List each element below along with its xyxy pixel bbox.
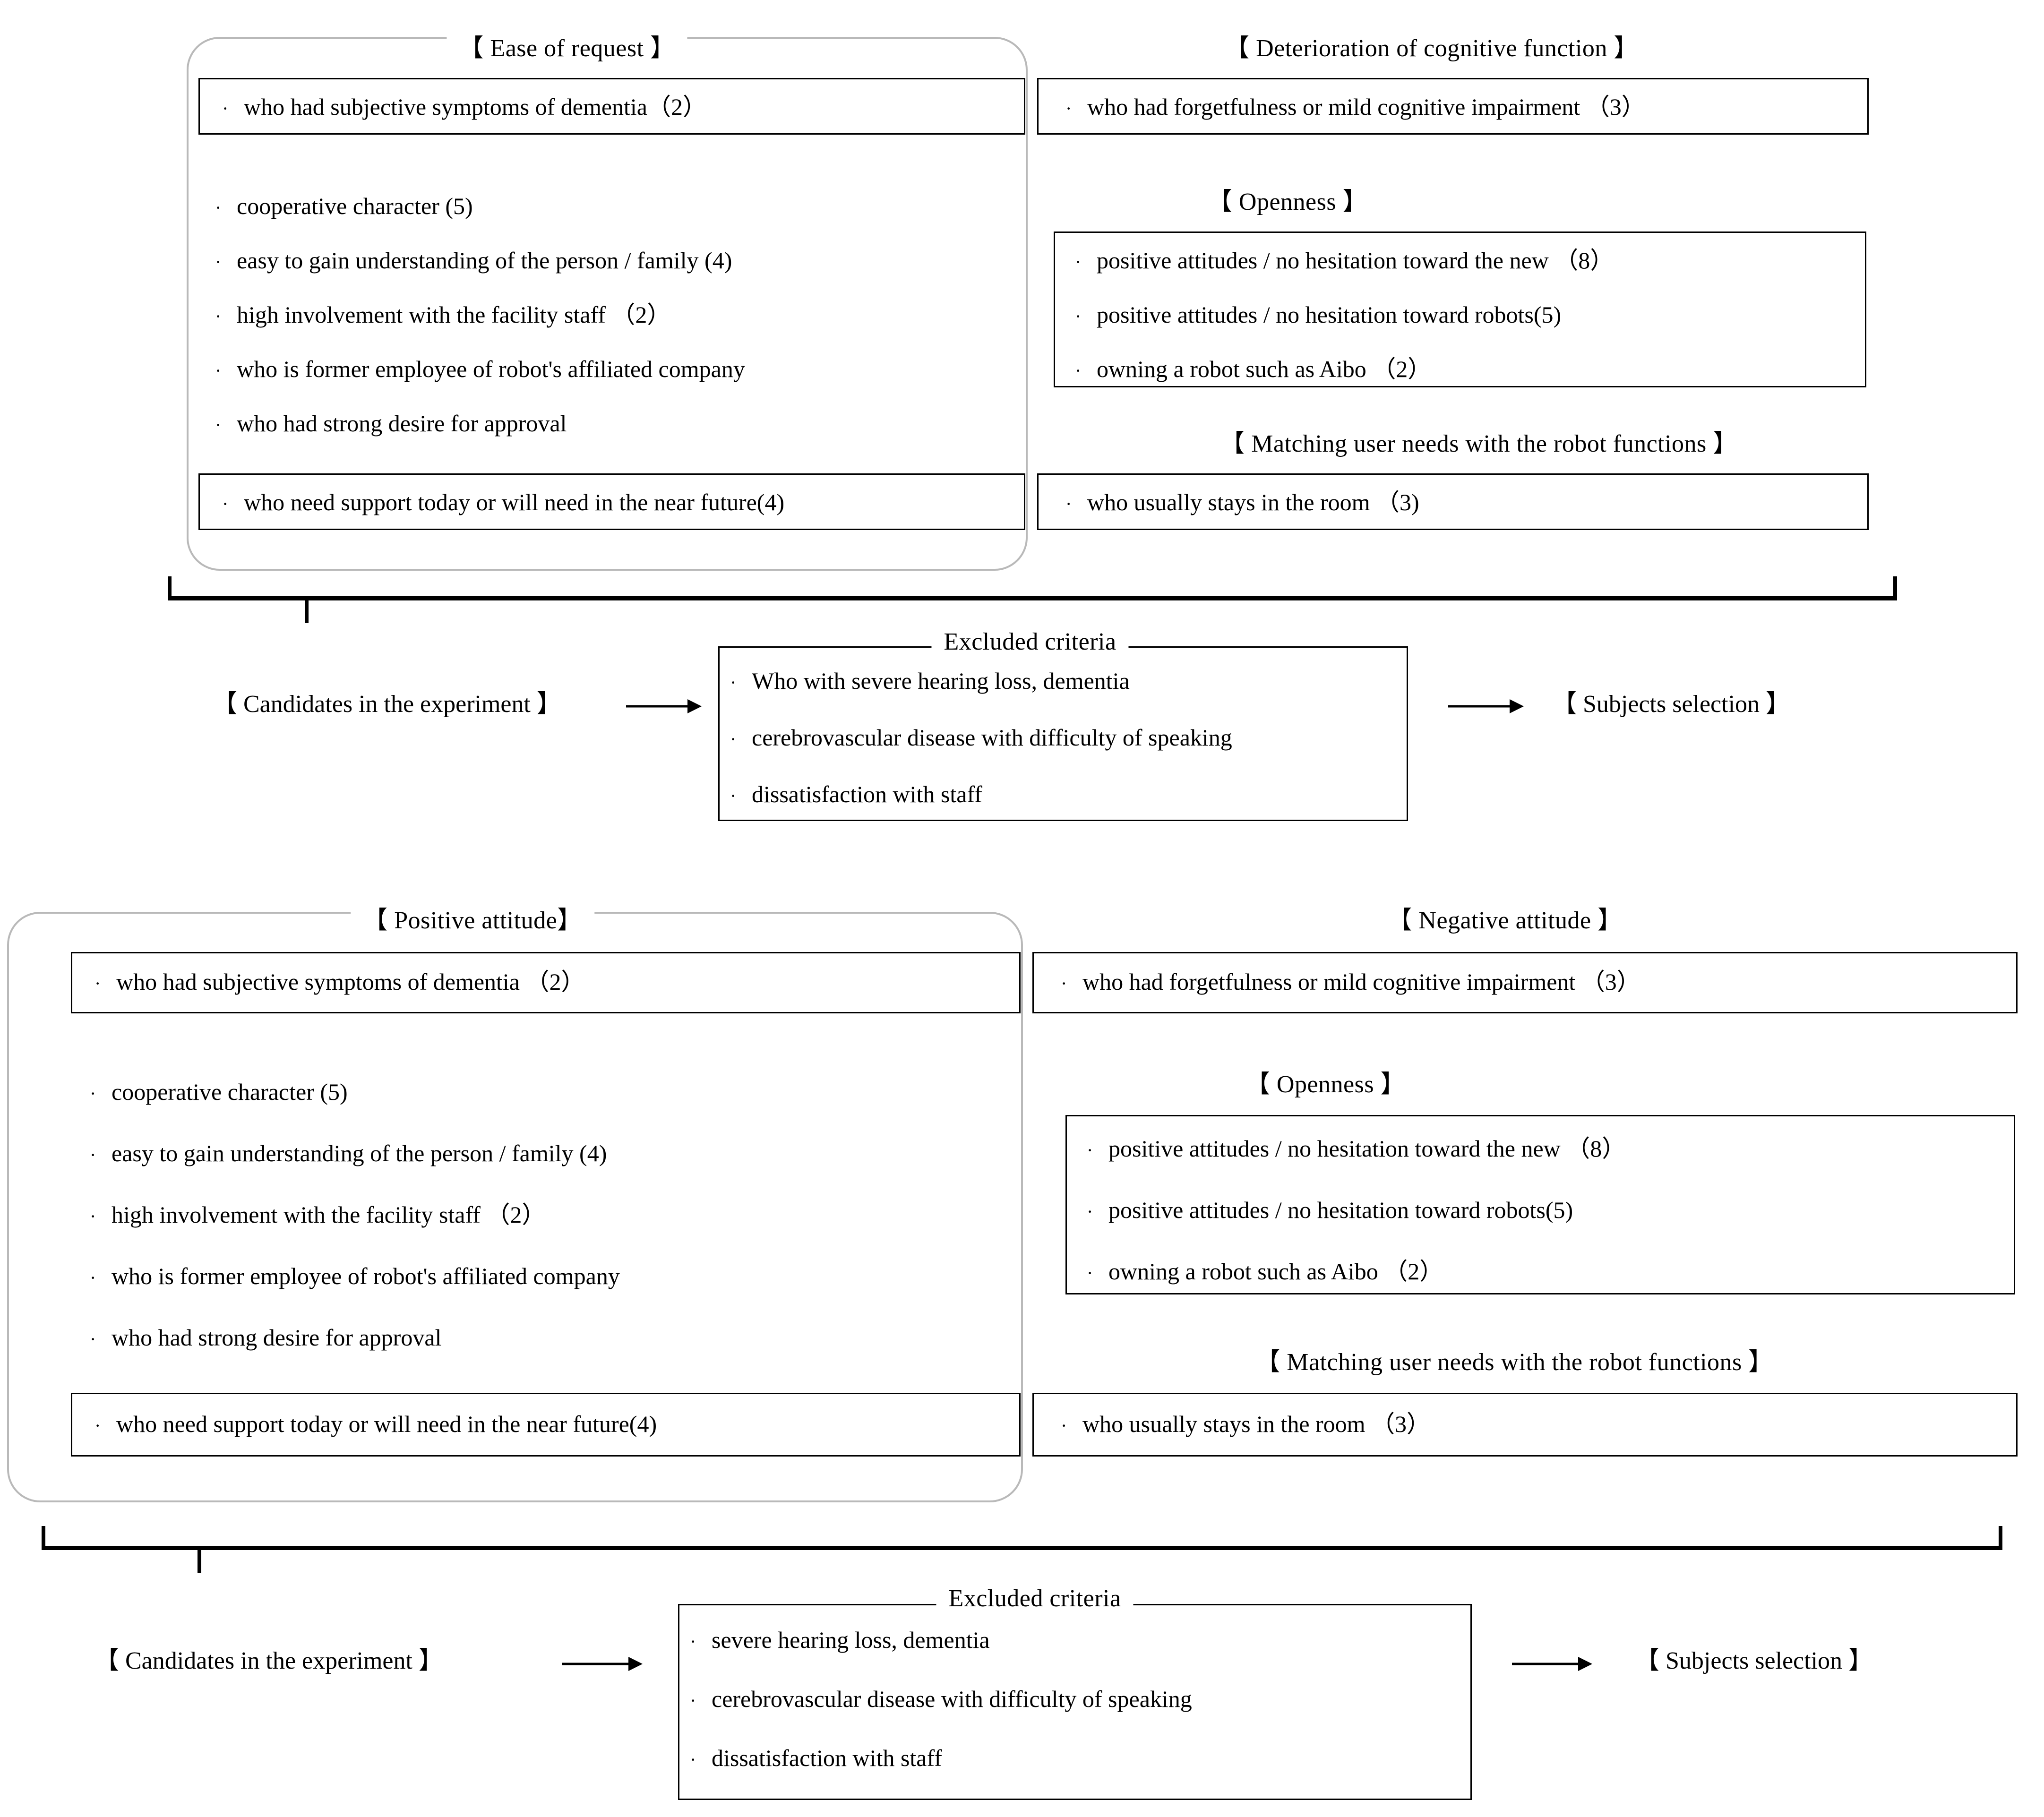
bullet-icon: · [1075, 251, 1082, 273]
box-matching-user-needs [1032, 1393, 2018, 1457]
bullet-icon: · [1061, 1415, 1067, 1436]
flow-target-label-top: 【 Subjects selection 】 [1552, 691, 1791, 718]
label-matching-user-needs: 【 Matching user needs with the robot fun… [1243, 1350, 1786, 1375]
list-item: · cooperative character (5) [215, 193, 473, 219]
bullet-icon: · [215, 197, 222, 218]
flow-source-label-top: 【 Candidates in the experiment 】 [213, 691, 561, 718]
bullet-icon: · [94, 1415, 101, 1436]
list-item: · severe hearing loss, dementia [690, 1627, 990, 1653]
box-support-need [198, 473, 1025, 530]
label-positive-attitude: 【 Positive attitude】 [351, 908, 594, 933]
label-deterioration-of-cognitive-function: 【 Deterioration of cognitive function 】 [1212, 36, 1651, 61]
bullet-icon: · [690, 1749, 696, 1770]
list-item: · Who with severe hearing loss, dementia [730, 668, 1130, 694]
bullet-icon: · [215, 360, 222, 381]
bullet-icon: · [1065, 493, 1072, 514]
list-item: · who had forgetfulness or mild cognitiv… [1065, 94, 1645, 120]
label-ease-of-request: 【 Ease of request 】 [447, 36, 687, 61]
flow-source-label-bottom: 【 Candidates in the experiment 】 [94, 1647, 443, 1674]
label-excluded-criteria-bottom: Excluded criteria [936, 1586, 1134, 1611]
list-item: · who had strong desire for approval [215, 410, 567, 437]
bullet-icon: · [1075, 360, 1082, 381]
list-item: · who need support today or will need in… [222, 489, 785, 515]
list-item: · who had subjective symptoms of dementi… [94, 968, 585, 995]
box-ease-of-request [198, 78, 1025, 135]
box-openness [1054, 231, 1866, 387]
list-item: · positive attitudes / no hesitation tow… [1087, 1135, 1626, 1162]
list-item: · cerebrovascular disease with difficult… [690, 1686, 1192, 1712]
box-support-need [71, 1393, 1021, 1457]
list-item: · who is former employee of robot's affi… [215, 356, 745, 382]
list-item: · positive attitudes / no hesitation tow… [1075, 247, 1614, 274]
box-openness [1065, 1115, 2015, 1294]
list-item: · who had subjective symptoms of dementi… [222, 94, 707, 120]
bullet-icon: · [90, 1267, 96, 1288]
box-negative-attitude [1032, 952, 2018, 1013]
bullet-icon: · [730, 729, 737, 750]
list-item: · who is former employee of robot's affi… [90, 1263, 620, 1289]
bullet-icon: · [1087, 1262, 1093, 1284]
list-item: · owning a robot such as Aibo （2） [1087, 1258, 1443, 1285]
list-item: · who usually stays in the room （3) [1065, 489, 1419, 515]
bullet-icon: · [1061, 973, 1067, 994]
bullet-icon: · [215, 251, 222, 273]
box-deterioration-of-cognitive-function [1037, 78, 1869, 135]
bullet-icon: · [94, 973, 101, 994]
bullet-icon: · [1087, 1140, 1093, 1161]
label-openness: 【 Openness 】 [1195, 189, 1380, 214]
list-item: · who had strong desire for approval [90, 1324, 442, 1351]
under-brace-top [168, 576, 1897, 625]
list-item: · easy to gain understanding of the pers… [90, 1140, 607, 1166]
bullet-icon: · [222, 493, 229, 514]
bullet-icon: · [690, 1690, 696, 1711]
list-item: · owning a robot such as Aibo （2） [1075, 356, 1432, 382]
label-matching-user-needs: 【 Matching user needs with the robot fun… [1208, 431, 1750, 456]
list-item: · high involvement with the facility sta… [215, 301, 671, 328]
bullet-icon: · [222, 98, 229, 119]
list-item: · high involvement with the facility sta… [90, 1201, 546, 1228]
bullet-icon: · [90, 1144, 96, 1166]
bullet-icon: · [1065, 98, 1072, 119]
list-item: · dissatisfaction with staff [690, 1745, 942, 1771]
list-item: · cooperative character (5) [90, 1079, 348, 1105]
bullet-icon: · [690, 1631, 696, 1652]
bullet-icon: · [1075, 306, 1082, 327]
label-openness: 【 Openness 】 [1233, 1072, 1418, 1097]
list-item: · positive attitudes / no hesitation tow… [1075, 301, 1562, 328]
bullet-icon: · [90, 1328, 96, 1350]
list-item: · who had forgetfulness or mild cognitiv… [1061, 968, 1640, 995]
flow-target-label-bottom: 【 Subjects selection 】 [1635, 1647, 1873, 1674]
bullet-icon: · [90, 1083, 96, 1104]
box-positive-attitude [71, 952, 1021, 1013]
box-matching-user-needs [1037, 473, 1869, 530]
list-item: · who need support today or will need in… [94, 1411, 657, 1437]
bullet-icon: · [215, 306, 222, 327]
bullet-icon: · [1087, 1201, 1093, 1222]
label-excluded-criteria-top: Excluded criteria [931, 629, 1129, 654]
list-item: · cerebrovascular disease with difficult… [730, 724, 1232, 751]
list-item: · positive attitudes / no hesitation tow… [1087, 1197, 1573, 1223]
label-negative-attitude: 【 Negative attitude 】 [1375, 908, 1635, 933]
list-item: · easy to gain understanding of the pers… [215, 247, 732, 274]
under-brace-bottom [42, 1526, 2002, 1574]
bullet-icon: · [730, 672, 737, 693]
bullet-icon: · [730, 785, 737, 806]
list-item: · dissatisfaction with staff [730, 781, 982, 807]
bullet-icon: · [90, 1206, 96, 1227]
list-item: · who usually stays in the room （3） [1061, 1411, 1431, 1437]
bullet-icon: · [215, 414, 222, 436]
